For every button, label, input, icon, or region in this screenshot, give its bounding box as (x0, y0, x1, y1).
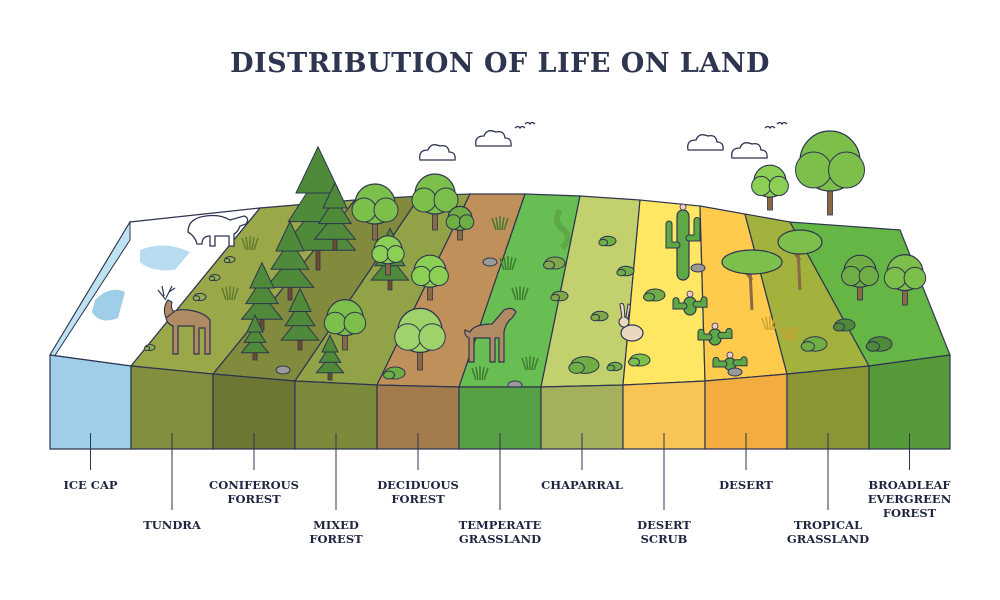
shrub-icon (643, 288, 666, 302)
tree-icon (280, 287, 320, 351)
shrub-icon (208, 274, 221, 281)
label-leader-lines (90, 433, 910, 510)
tree-icon (445, 205, 475, 241)
biome-label: TUNDRA (143, 518, 201, 532)
cloud-icon (419, 144, 456, 161)
shrub-icon (800, 336, 828, 352)
tree-icon (411, 173, 459, 231)
tree-icon (351, 183, 399, 241)
grass-icon (471, 366, 489, 381)
biome-label: TEMPERATE GRASSLAND (458, 518, 542, 546)
bird-icon (776, 121, 788, 126)
tree-icon (313, 181, 357, 251)
shrub-icon (590, 310, 609, 322)
shrub-icon (192, 292, 207, 302)
grass-icon (511, 286, 529, 301)
cloud-icon (731, 142, 768, 159)
shrub-icon (628, 353, 651, 367)
shrub-icon (143, 344, 156, 351)
shrub-icon (616, 265, 635, 277)
biome-label: DESERT (719, 478, 773, 492)
shrub-icon (550, 290, 569, 302)
tree-icon (795, 130, 865, 216)
biome-label: TROPICAL GRASSLAND (786, 518, 870, 546)
biome-label: DESERT SCRUB (637, 518, 691, 546)
shrub-icon (223, 256, 236, 263)
grass-icon (761, 316, 779, 331)
biome-label: BROADLEAF EVERGREEN FOREST (867, 478, 952, 520)
rabbit-icon (618, 302, 644, 342)
tree-icon (751, 164, 789, 211)
cactus-icon (672, 290, 708, 316)
biome-label: CHAPARRAL (541, 478, 623, 492)
shrub-icon (833, 318, 856, 332)
rock-icon (727, 367, 743, 377)
bird-icon (514, 125, 526, 130)
water-patch (92, 289, 125, 321)
rock-icon (690, 263, 706, 273)
biome-label: MIXED FOREST (309, 518, 363, 546)
cactus-icon (712, 351, 748, 371)
bird-icon (764, 125, 776, 130)
grass-icon (781, 326, 799, 341)
biome-front-blocks (49, 354, 951, 450)
diagram-title: DISTRIBUTION OF LIFE ON LAND (230, 48, 770, 79)
deer-icon (157, 285, 211, 355)
tree-icon (265, 220, 315, 301)
cactus-icon (697, 322, 733, 346)
grass-icon (221, 286, 239, 301)
biome-front (868, 354, 951, 450)
bird-icon (524, 121, 536, 126)
tree-icon (371, 235, 405, 276)
polar-bear-icon (187, 214, 249, 247)
tree-icon (315, 334, 345, 381)
tree-icon (841, 254, 879, 301)
grass-icon (521, 356, 539, 371)
water-patch (140, 245, 190, 271)
tree-icon (777, 229, 823, 291)
shrub-icon (383, 366, 406, 380)
shrub-icon (606, 361, 623, 372)
horse-icon (464, 307, 517, 363)
grass-icon (499, 256, 517, 271)
biome-decorations (92, 121, 927, 390)
biome-label: CONIFEROUS FOREST (209, 478, 299, 506)
cloud-icon (475, 130, 512, 147)
rock-icon (482, 257, 498, 267)
tree-icon (240, 261, 284, 331)
shrub-icon (553, 208, 571, 251)
cactus-icon (665, 203, 701, 281)
tree-icon (240, 314, 270, 361)
tree-icon (323, 299, 367, 351)
grass-icon (491, 216, 509, 231)
cloud-icon (687, 134, 724, 151)
shrub-icon (865, 336, 893, 352)
tree-icon (394, 307, 446, 371)
shrub-icon (543, 256, 566, 270)
rock-icon (275, 365, 291, 375)
tree-icon (721, 249, 783, 311)
biome-label: ICE CAP (63, 478, 118, 492)
shrub-icon (598, 235, 617, 247)
grass-icon (241, 236, 259, 251)
tree-icon (411, 254, 449, 301)
shrub-icon (568, 356, 600, 374)
tree-icon (883, 254, 927, 306)
biome-label: DECIDUOUS FOREST (377, 478, 459, 506)
